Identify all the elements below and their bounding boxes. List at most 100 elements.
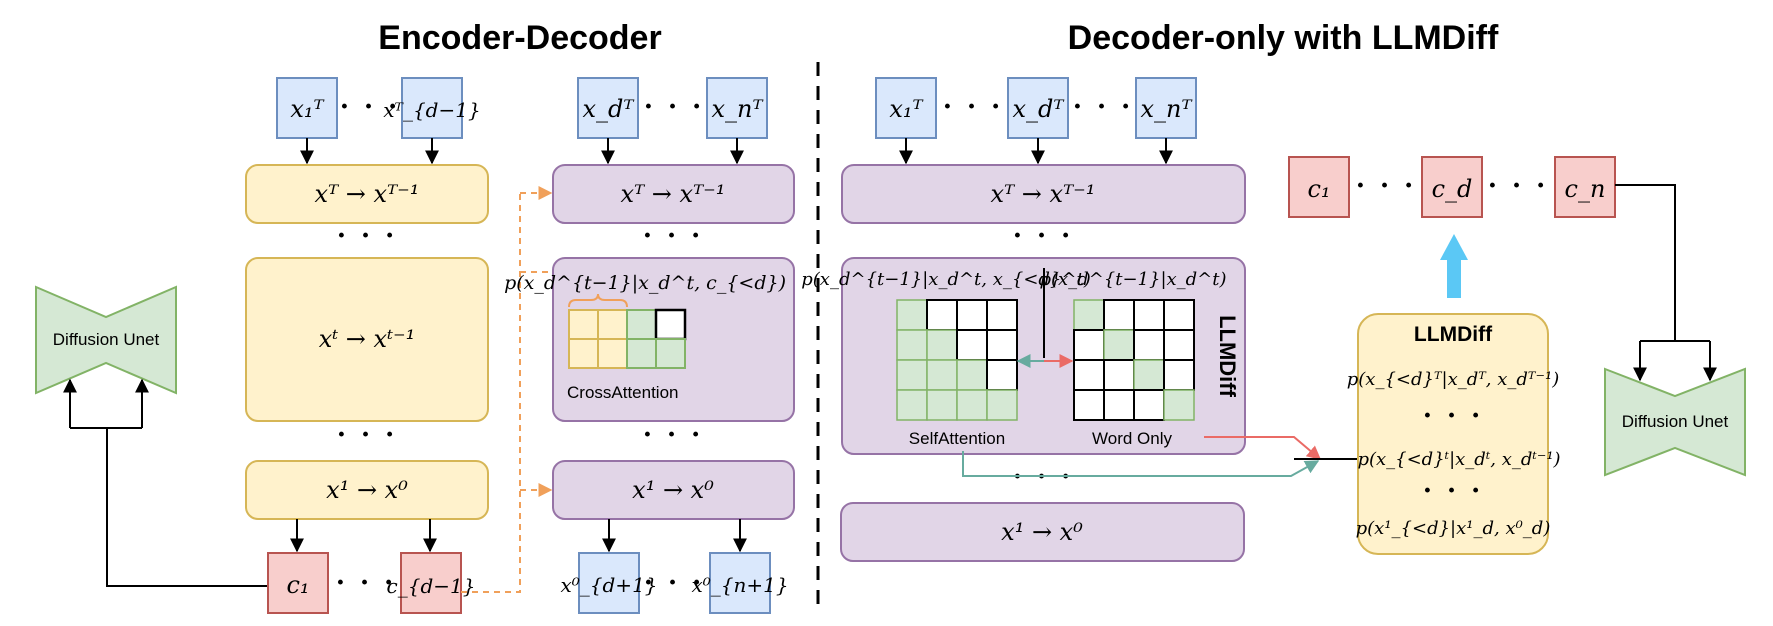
word-only-cell [1163, 299, 1195, 331]
cond-cn-llm-label: c_n [1565, 175, 1606, 203]
llm-step-1-box [840, 502, 1245, 562]
token-xdT-dec-label: x_dᵀ [583, 95, 635, 123]
p-llm3-label: p(x¹_{<d}|x¹_d, x⁰_d) [1356, 518, 1551, 539]
word-only-cell [1073, 329, 1105, 361]
arrow-wordonly-to-llmdiff [1204, 436, 1322, 460]
token-xn1-0-label: x⁰_{n+1} [691, 573, 788, 597]
ellipsis-enc-bottom: · · · [336, 568, 396, 598]
word-only-cell [1133, 299, 1165, 331]
title-encoder-decoder: Encoder-Decoder [378, 19, 661, 57]
ellipsis-cond-2: · · · [1488, 171, 1548, 201]
word-only-cell [1163, 389, 1195, 421]
cond-cd-llm-label: c_d [1432, 175, 1473, 203]
token-xn1-0 [709, 552, 771, 614]
p-llm2-label: p(x_{<d}ᵗ|x_dᵗ, x_dᵗ⁻¹) [1357, 449, 1560, 470]
ellipsis-enc-1: · · · [337, 221, 397, 251]
arrow-selfattn-to-llmdiff [962, 451, 1320, 477]
llm-step-1-label: x¹ → x⁰ [1001, 518, 1083, 546]
word-only-cell [1073, 299, 1105, 331]
self-attention-cell [896, 329, 928, 361]
token-xd1-0 [578, 552, 640, 614]
ellipsis-enc-top: · · · [340, 92, 400, 122]
cyan-up-arrow [1440, 234, 1468, 298]
cond-cn-llm [1554, 156, 1616, 218]
self-attention-cell [956, 299, 988, 331]
ellipsis-cond-1: · · · [1356, 171, 1416, 201]
enc-step-1-box [245, 460, 489, 520]
token-x1T-llm-label: x₁ᵀ [889, 95, 923, 123]
title-decoder-only: Decoder-only with LLMDiff [1068, 19, 1499, 57]
word-only-cell [1133, 389, 1165, 421]
cond-c1-llm-label: c₁ [1307, 175, 1330, 203]
self-attention-cell [956, 359, 988, 391]
self-attention-cell [986, 359, 1018, 391]
ellipsis-llmdiff-1: · · · [1423, 401, 1483, 431]
word-only-cell [1103, 359, 1135, 391]
word-only-cell [1073, 389, 1105, 421]
self-attention-cell [926, 389, 958, 421]
llm-step-T-label: xᵀ → xᵀ⁻¹ [991, 180, 1096, 208]
cond-cdm1 [400, 552, 462, 614]
word-only-label: Word Only [1092, 429, 1172, 448]
enc-step-T-box [245, 164, 489, 224]
word-only-cell [1163, 329, 1195, 361]
self-attention-cell [896, 359, 928, 391]
ellipsis-enc-2: · · · [337, 420, 397, 450]
ellipsis-llm-1: · · · [1013, 221, 1073, 251]
dec-step-1-box [552, 460, 795, 520]
dec-step-1-label: x¹ → x⁰ [632, 476, 714, 504]
cn-to-unet-path [1615, 184, 1676, 341]
token-xnT-dec [706, 77, 768, 139]
self-attention-cell [956, 389, 988, 421]
cross-attention-grid [568, 308, 687, 369]
cond-c1-enc-label: c₁ [286, 571, 309, 599]
word-only-cell [1163, 359, 1195, 391]
word-only-cell [1073, 359, 1105, 391]
cond-c1-llm [1288, 156, 1350, 218]
self-attention-cell [926, 359, 958, 391]
self-attention-cell [926, 299, 958, 331]
ellipsis-llm-top-2: · · · [1073, 92, 1133, 122]
ellipsis-dec-bottom: · · · [644, 568, 704, 598]
word-only-cell [1103, 389, 1135, 421]
cond-cd-llm [1421, 156, 1483, 218]
enc-step-t-box [245, 257, 489, 422]
p-cross-label: p(x_d^{t−1}|x_d^t, c_{<d}) [504, 272, 786, 294]
enc-step-1-label: x¹ → x⁰ [326, 476, 408, 504]
llmdiff-box [1357, 313, 1549, 555]
word-only-cell [1133, 359, 1165, 391]
p-llm1-label: p(x_{<d}ᵀ|x_dᵀ, x_dᵀ⁻¹) [1347, 369, 1559, 390]
token-xdT-llm-label: x_dᵀ [1013, 95, 1065, 123]
cond-c1-enc [267, 552, 329, 614]
llmdiff-vertical-label: LLMDiff [1215, 315, 1240, 398]
ellipsis-llmdiff-2: · · · [1423, 476, 1483, 506]
p-word-label: p(x_d^{t−1}|x_d^t) [1039, 269, 1226, 290]
c1-to-unet-path [106, 428, 268, 587]
diffusion-unet-right-label: Diffusion Unet [1622, 412, 1729, 431]
self-attention-grid [896, 299, 1018, 421]
diffusion-unet-label: Diffusion Unet [53, 330, 160, 349]
enc-step-T-label: xᵀ → xᵀ⁻¹ [315, 180, 420, 208]
ellipsis-dec-2: · · · [643, 420, 703, 450]
cross-feed-main [461, 193, 521, 593]
ellipsis-llm-top-1: · · · [943, 92, 1003, 122]
token-xnT-dec-label: x_nᵀ [711, 95, 763, 123]
llmdiff-box-title: LLMDiff [1414, 323, 1493, 346]
cross-attention-brace [568, 293, 628, 308]
self-attention-cell [986, 299, 1018, 331]
token-xnT-llm-label: x_nᵀ [1140, 95, 1192, 123]
self-attention-label: SelfAttention [909, 429, 1005, 448]
ellipsis-dec-1: · · · [643, 221, 703, 251]
cond-cdm1-label: c_{d−1} [387, 574, 476, 598]
enc-step-t-label: xᵗ → xᵗ⁻¹ [319, 325, 416, 353]
diffusion-unet-left: Diffusion Unet [35, 285, 177, 395]
p-self-label: p(x_d^{t−1}|x_d^t, x_{<d}^t) [801, 269, 1090, 290]
token-xdT-dec [577, 77, 639, 139]
token-xdm1T-label: xᵀ_{d−1} [383, 98, 480, 122]
dec-step-T-label: xᵀ → xᵀ⁻¹ [621, 180, 726, 208]
word-only-cell [1103, 299, 1135, 331]
token-xd1-0-label: x⁰_{d+1} [560, 573, 657, 597]
dec-step-T-box [552, 164, 795, 224]
self-attention-cell [986, 389, 1018, 421]
